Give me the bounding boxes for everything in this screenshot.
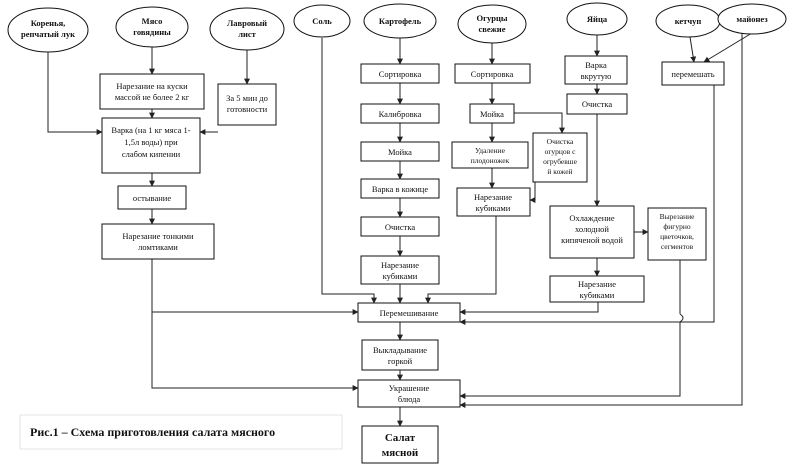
step-cut-pieces: Нарезание на куски массой не более 2 кг bbox=[99, 73, 205, 110]
step-potato-boil: Варка в кожице bbox=[360, 178, 440, 199]
salt-label: Соль bbox=[312, 16, 332, 26]
mixing-label: Перемешивание bbox=[380, 308, 439, 318]
egg-shapes-line-1: Вырезание bbox=[660, 212, 696, 221]
final-line-2: мясной bbox=[382, 447, 419, 459]
bay-time-line-2: готовности bbox=[227, 104, 268, 114]
roots-line-2: репчатый лук bbox=[21, 29, 75, 39]
boil-meat-line-3: слабом кипении bbox=[122, 149, 181, 159]
ingredient-bay-leaf: Лавровый лист bbox=[209, 7, 285, 51]
cuc-wash-label: Мойка bbox=[480, 109, 504, 119]
egg-cool-line-1: Охлаждение bbox=[569, 213, 614, 223]
step-cucumber-stems: Удаление плодоножек bbox=[451, 141, 529, 169]
step-potato-calibrate: Калибровка bbox=[360, 103, 440, 124]
cut-pieces-line-1: Нарезание на куски bbox=[116, 81, 188, 91]
final-line-1: Салат bbox=[385, 432, 416, 444]
egg-shapes-line-3: цветочков, bbox=[660, 232, 694, 241]
potato-calibrate-label: Калибровка bbox=[379, 109, 422, 119]
cuc-peel-line-2: огурцов с bbox=[545, 147, 577, 156]
boil-meat-line-1: Варка (на 1 кг мяса 1- bbox=[111, 125, 190, 135]
egg-boil-line-2: вкрутую bbox=[581, 71, 612, 81]
step-cucumber-peel: Очистка огурцов с огрубевше й кожей bbox=[532, 132, 588, 183]
beef-line-1: Мясо bbox=[142, 16, 163, 26]
step-bay-time: За 5 мин до готовности bbox=[217, 83, 277, 126]
figure-caption: Рис.1 – Схема приготовления салата мясно… bbox=[19, 414, 343, 450]
egg-shapes-line-2: фигурно bbox=[663, 222, 690, 231]
cuc-cubes-line-1: Нарезание bbox=[474, 192, 512, 202]
potato-label: Картофель bbox=[379, 16, 422, 26]
sauce-mix-label: перемешать bbox=[671, 69, 714, 79]
cut-pieces-line-2: массой не более 2 кг bbox=[115, 92, 190, 102]
step-cooling: остывание bbox=[117, 185, 187, 210]
egg-cool-line-2: холодной bbox=[575, 224, 609, 234]
step-egg-boil: Варка вкрутую bbox=[564, 55, 628, 85]
step-egg-cool: Охлаждение холодной кипяченой водой bbox=[549, 205, 635, 259]
ingredient-eggs: Яйца bbox=[566, 2, 628, 36]
cuc-peel-line-4: й кожей bbox=[547, 167, 572, 176]
egg-cubes-line-2: кубиками bbox=[580, 290, 615, 300]
boil-meat-line-2: 1,5л воды) при bbox=[124, 137, 178, 147]
potato-peel-label: Очистка bbox=[385, 222, 415, 232]
ingredient-salt: Соль bbox=[293, 4, 351, 38]
egg-cubes-line-1: Нарезание bbox=[578, 279, 616, 289]
egg-shapes-line-4: сегментов bbox=[661, 242, 694, 251]
cuc-peel-line-3: огрубевше bbox=[543, 157, 577, 166]
cuc-cubes-line-2: кубиками bbox=[476, 203, 511, 213]
egg-peel-label: Очистка bbox=[582, 99, 612, 109]
ingredient-roots: Коренья, репчатый лук bbox=[7, 7, 89, 53]
step-potato-sort: Сортировка bbox=[360, 63, 440, 84]
bay-line-1: Лавровый bbox=[227, 18, 267, 28]
decorate-line-2: блюда bbox=[398, 394, 421, 404]
step-final-salad: Салат мясной bbox=[361, 425, 439, 464]
lay-slide-line-2: горкой bbox=[388, 356, 413, 366]
connectors bbox=[47, 32, 753, 427]
slice-thin-line-2: ломтиками bbox=[138, 242, 178, 252]
slice-thin-line-1: Нарезание тонкими bbox=[122, 231, 194, 241]
cucumbers-line-1: Огурцы bbox=[477, 13, 508, 23]
potato-cubes-line-2: кубиками bbox=[383, 271, 418, 281]
eggs-label: Яйца bbox=[587, 14, 608, 24]
bay-time-line-1: За 5 мин до bbox=[226, 93, 268, 103]
step-potato-cubes: Нарезание кубиками bbox=[360, 255, 440, 285]
decorate-line-1: Украшение bbox=[389, 383, 430, 393]
cuc-stems-line-2: плодоножек bbox=[471, 156, 510, 165]
step-egg-peel: Очистка bbox=[566, 93, 628, 115]
ingredient-cucumbers: Огурцы свежие bbox=[457, 4, 527, 44]
egg-boil-line-1: Варка bbox=[585, 60, 607, 70]
bay-line-2: лист bbox=[238, 29, 256, 39]
ketchup-label: кетчуп bbox=[675, 16, 702, 26]
ingredient-mayonnaise: майонез bbox=[717, 3, 787, 35]
potato-wash-label: Мойка bbox=[388, 147, 412, 157]
step-cucumber-cubes: Нарезание кубиками bbox=[456, 187, 531, 217]
ingredient-ketchup: кетчуп bbox=[655, 4, 721, 38]
lay-slide-line-1: Выкладывание bbox=[373, 345, 427, 355]
roots-line-1: Коренья, bbox=[31, 18, 66, 28]
egg-cool-line-3: кипяченой водой bbox=[561, 235, 623, 245]
step-cucumber-wash: Мойка bbox=[469, 103, 515, 124]
cooling-label: остывание bbox=[133, 193, 171, 203]
step-boil-meat: Варка (на 1 кг мяса 1- 1,5л воды) при сл… bbox=[101, 117, 201, 174]
potato-sort-label: Сортировка bbox=[379, 69, 422, 79]
step-egg-cubes: Нарезание кубиками bbox=[549, 275, 645, 303]
ingredient-beef: Мясо говядины bbox=[115, 6, 189, 48]
potato-boil-label: Варка в кожице bbox=[372, 184, 428, 194]
mayo-label: майонез bbox=[736, 14, 768, 24]
cucumbers-line-2: свежие bbox=[479, 24, 506, 34]
step-potato-peel: Очистка bbox=[360, 216, 440, 237]
step-slice-thin: Нарезание тонкими ломтиками bbox=[101, 223, 215, 260]
beef-line-2: говядины bbox=[133, 27, 171, 37]
cuc-sort-label: Сортировка bbox=[471, 69, 514, 79]
step-mixing: Перемешивание bbox=[357, 302, 461, 323]
caption-text: Рис.1 – Схема приготовления салата мясно… bbox=[30, 425, 275, 439]
potato-cubes-line-1: Нарезание bbox=[381, 260, 419, 270]
ingredient-potato: Картофель bbox=[363, 3, 437, 39]
cuc-stems-line-1: Удаление bbox=[475, 146, 506, 155]
step-lay-slide: Выкладывание горкой bbox=[361, 339, 439, 371]
step-decorate: Украшение блюда bbox=[357, 379, 461, 408]
step-cucumber-sort: Сортировка bbox=[454, 63, 531, 84]
step-potato-wash: Мойка bbox=[360, 141, 440, 162]
cuc-peel-line-1: Очистка bbox=[547, 137, 574, 146]
step-egg-shapes: Вырезание фигурно цветочков, сегментов bbox=[647, 207, 707, 261]
step-sauce-mix: перемешать bbox=[661, 61, 725, 86]
